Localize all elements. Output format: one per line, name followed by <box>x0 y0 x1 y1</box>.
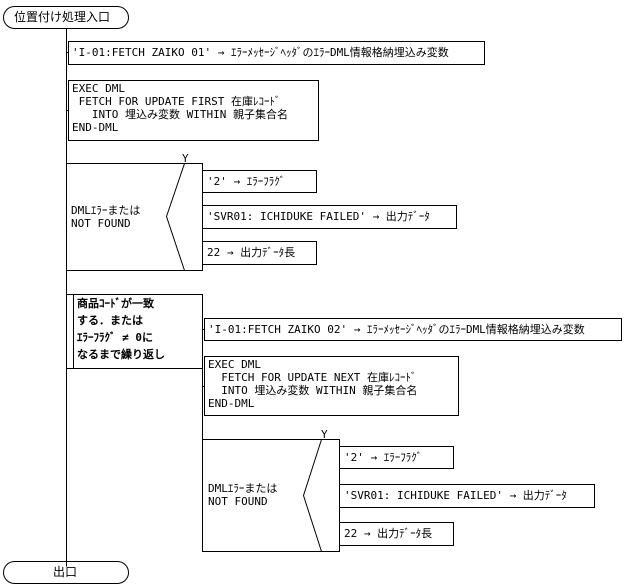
exec-dml-1-box <box>68 80 319 141</box>
exec-dml-2-line-2: FETCH FOR UPDATE NEXT 在庫ﾚｺｰﾄﾞ <box>208 371 417 384</box>
condition-1-yes-label: Y <box>182 152 189 165</box>
set-error-message-1-text: 'I-01:FETCH ZAIKO 01' → ｴﾗｰﾒｯｾｰｼﾞﾍｯﾀﾞのｴﾗ… <box>72 46 449 59</box>
set-output-data-2-box <box>339 484 595 508</box>
loop-condition-line-3: ｴﾗｰﾌﾗｸﾞ ≠ 0に <box>77 331 153 344</box>
set-output-length-2-text: 22 → 出力ﾃﾞｰﾀ長 <box>344 527 433 540</box>
condition-2-line-2: NOT FOUND <box>208 495 268 508</box>
set-output-length-1-text: 22 → 出力ﾃﾞｰﾀ長 <box>207 246 296 259</box>
set-output-data-1-text: 'SVR01: ICHIDUKE FAILED' → 出力ﾃﾞｰﾀ <box>207 210 430 223</box>
set-output-data-1-box <box>202 205 457 229</box>
condition-2-chevron <box>302 439 322 552</box>
loop-condition-line-2: する．または <box>77 314 143 327</box>
loop-condition-line-1: 商品ｺｰﾄﾞが一致 <box>77 297 154 310</box>
set-error-message-1-box <box>68 41 485 65</box>
condition-2-line-1: DMLｴﾗｰまたは <box>208 482 278 495</box>
exec-dml-1-line-2: FETCH FOR UPDATE FIRST 在庫ﾚｺｰﾄﾞ <box>72 95 281 108</box>
condition-2-yes-label: Y <box>321 428 328 441</box>
set-error-message-2-text: 'I-01:FETCH ZAIKO 02' → ｴﾗｰﾒｯｾｰｼﾞﾍｯﾀﾞのｴﾗ… <box>208 323 585 336</box>
exec-dml-1-line-1: EXEC DML <box>72 82 125 95</box>
condition-1-line-1: DMLｴﾗｰまたは <box>71 204 141 217</box>
set-error-flag-2-text: '2' → ｴﾗｰﾌﾗｸﾞ <box>344 451 423 464</box>
set-error-flag-2-box <box>339 446 454 469</box>
exec-dml-1-line-4: END-DML <box>72 121 119 134</box>
condition-1-line-2: NOT FOUND <box>71 217 131 230</box>
exit-terminal <box>3 561 129 584</box>
condition-1-chevron <box>165 163 185 271</box>
set-output-length-1-box <box>202 241 317 265</box>
exit-label: 出口 <box>53 565 78 579</box>
exec-dml-2-line-4: END-DML <box>208 397 255 410</box>
set-output-data-2-text: 'SVR01: ICHIDUKE FAILED' → 出力ﾃﾞｰﾀ <box>344 489 567 502</box>
entry-label: 位置付け処理入口 <box>14 10 111 24</box>
exec-dml-2-line-3: INTO 埋込み変数 WITHIN 親子集合名 <box>208 384 418 397</box>
set-error-flag-1-box <box>202 170 317 193</box>
set-output-length-2-box <box>339 522 454 546</box>
exec-dml-1-line-3: INTO 埋込み変数 WITHIN 親子集合名 <box>72 108 288 121</box>
exec-dml-2-line-1: EXEC DML <box>208 358 261 371</box>
loop-condition-line-4: なるまで繰り返し <box>77 348 165 361</box>
set-error-flag-1-text: '2' → ｴﾗｰﾌﾗｸﾞ <box>207 175 286 188</box>
